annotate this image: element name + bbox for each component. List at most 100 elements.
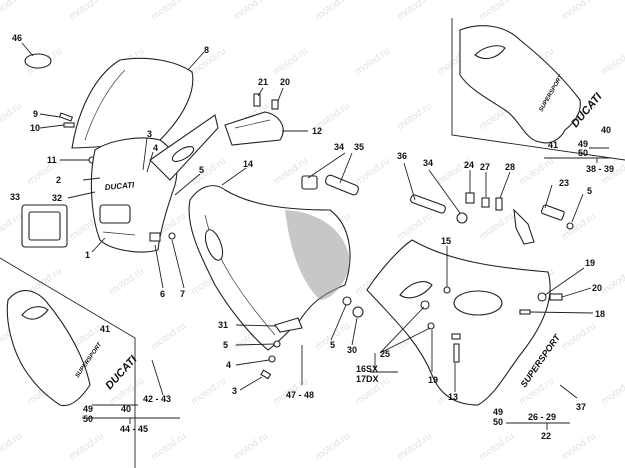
- label-49c: 49: [83, 404, 93, 414]
- label-16sx: 16SX: [356, 364, 378, 374]
- label-34a: 34: [334, 142, 344, 152]
- label-49a: 49: [578, 139, 588, 149]
- label-31: 31: [218, 320, 228, 330]
- watermark-text: motod.ru: [353, 156, 392, 188]
- label-5a: 5: [199, 165, 204, 175]
- label-12: 12: [312, 126, 322, 136]
- watermark-text: motod.ru: [313, 431, 352, 463]
- leader-lines: [67, 87, 612, 430]
- watermark-text: motod.ru: [395, 431, 434, 463]
- inset-fairing-bottom-left: [6, 290, 91, 407]
- label-2: 2: [56, 175, 61, 185]
- label-36: 36: [397, 151, 407, 161]
- label-13: 13: [448, 392, 458, 402]
- label-27: 27: [480, 162, 490, 172]
- label-35: 35: [354, 142, 364, 152]
- watermark-text: motod.ru: [271, 46, 310, 78]
- label-21: 21: [258, 77, 268, 87]
- label-8: 8: [204, 45, 209, 55]
- side-vent: [453, 290, 503, 316]
- watermark-text: motod.ru: [599, 46, 625, 78]
- watermark-text: motod.ru: [67, 431, 106, 463]
- bracket-28: [513, 208, 535, 245]
- label-6: 6: [160, 289, 165, 299]
- panel-borders: [0, 18, 625, 468]
- pivot-bush: [301, 175, 318, 190]
- label-26-29: 26 - 29: [528, 412, 556, 422]
- label-33: 33: [10, 192, 20, 202]
- label-17dx: 17DX: [356, 374, 379, 384]
- label-28: 28: [505, 162, 515, 172]
- watermark-text: motod.ru: [517, 156, 556, 188]
- label-50b: 50: [493, 417, 503, 427]
- label-50c: 50: [83, 414, 93, 424]
- label-19a: 19: [585, 258, 595, 268]
- label-1: 1: [85, 250, 90, 260]
- watermark-text: motod.ru: [0, 211, 24, 243]
- watermark-text: motod.ru: [559, 431, 598, 463]
- label-42-43: 42 - 43: [143, 394, 171, 404]
- watermark-text: motod.ru: [559, 211, 598, 243]
- label-20b: 20: [592, 283, 602, 293]
- watermark-text: motod.ru: [599, 376, 625, 408]
- clip-6: [149, 232, 161, 242]
- label-3b: 3: [232, 386, 237, 396]
- watermark-text: motod.ru: [559, 321, 598, 353]
- label-24: 24: [464, 160, 474, 170]
- label-9: 9: [33, 109, 38, 119]
- watermark-text: motod.ru: [353, 46, 392, 78]
- label-34b: 34: [423, 158, 433, 168]
- label-4a: 4: [153, 143, 158, 153]
- label-15: 15: [441, 236, 451, 246]
- pivot-pin: [325, 174, 359, 196]
- label-30: 30: [347, 345, 357, 355]
- label-5b: 5: [587, 186, 592, 196]
- clip-7: [168, 232, 176, 240]
- label-47-48: 47 - 48: [286, 390, 314, 400]
- label-37: 37: [576, 402, 586, 412]
- label-40b: 40: [121, 404, 131, 414]
- mirror: [224, 111, 284, 146]
- label-44-45: 44 - 45: [120, 424, 148, 434]
- label-41a: 41: [548, 140, 558, 150]
- label-38-39: 38 - 39: [586, 164, 614, 174]
- label-18: 18: [595, 309, 605, 319]
- windscreen: [71, 57, 194, 149]
- label-7: 7: [180, 289, 185, 299]
- watermark-text: motod.ru: [559, 0, 598, 22]
- label-32: 32: [52, 193, 62, 203]
- label-41b: 41: [100, 324, 110, 334]
- watermark-text: motod.ru: [395, 101, 434, 133]
- watermark-text: motod.ru: [149, 321, 188, 353]
- label-49b: 49: [493, 407, 503, 417]
- watermark-text: motod.ru: [477, 431, 516, 463]
- watermark-text: motod.ru: [0, 0, 24, 22]
- label-23: 23: [559, 178, 569, 188]
- watermark-text: motod.ru: [189, 156, 228, 188]
- label-14: 14: [243, 159, 253, 169]
- label-4b: 4: [226, 360, 231, 370]
- watermark-text: motod.ru: [313, 0, 352, 22]
- watermark-text: motod.ru: [107, 266, 146, 298]
- headlight-opening: [99, 204, 131, 224]
- fairing-logo: DUCATI: [104, 180, 135, 192]
- watermark-text: motod.ru: [477, 211, 516, 243]
- callout-labels: 4 6 8 9 10 3 4 11 2 32 33 1 21 20 12 5 14…: [10, 33, 614, 441]
- bracket-31: [274, 317, 303, 333]
- watermark-text: motod.ru: [477, 0, 516, 22]
- watermark-text: motod.ru: [149, 0, 188, 22]
- sticker-oval: [24, 53, 52, 69]
- label-22: 22: [541, 431, 551, 441]
- watermark-text: motod.ru: [599, 266, 625, 298]
- watermark-text: motod.ru: [0, 101, 24, 133]
- label-50a: 50: [578, 148, 588, 158]
- label-19b: 19: [428, 375, 438, 385]
- label-25: 25: [380, 349, 390, 359]
- label-10: 10: [30, 123, 40, 133]
- label-11: 11: [47, 155, 57, 165]
- label-40a: 40: [601, 125, 611, 135]
- watermark-text: motod.ru: [149, 431, 188, 463]
- label-20a: 20: [280, 77, 290, 87]
- mirror-bolts: [253, 93, 279, 110]
